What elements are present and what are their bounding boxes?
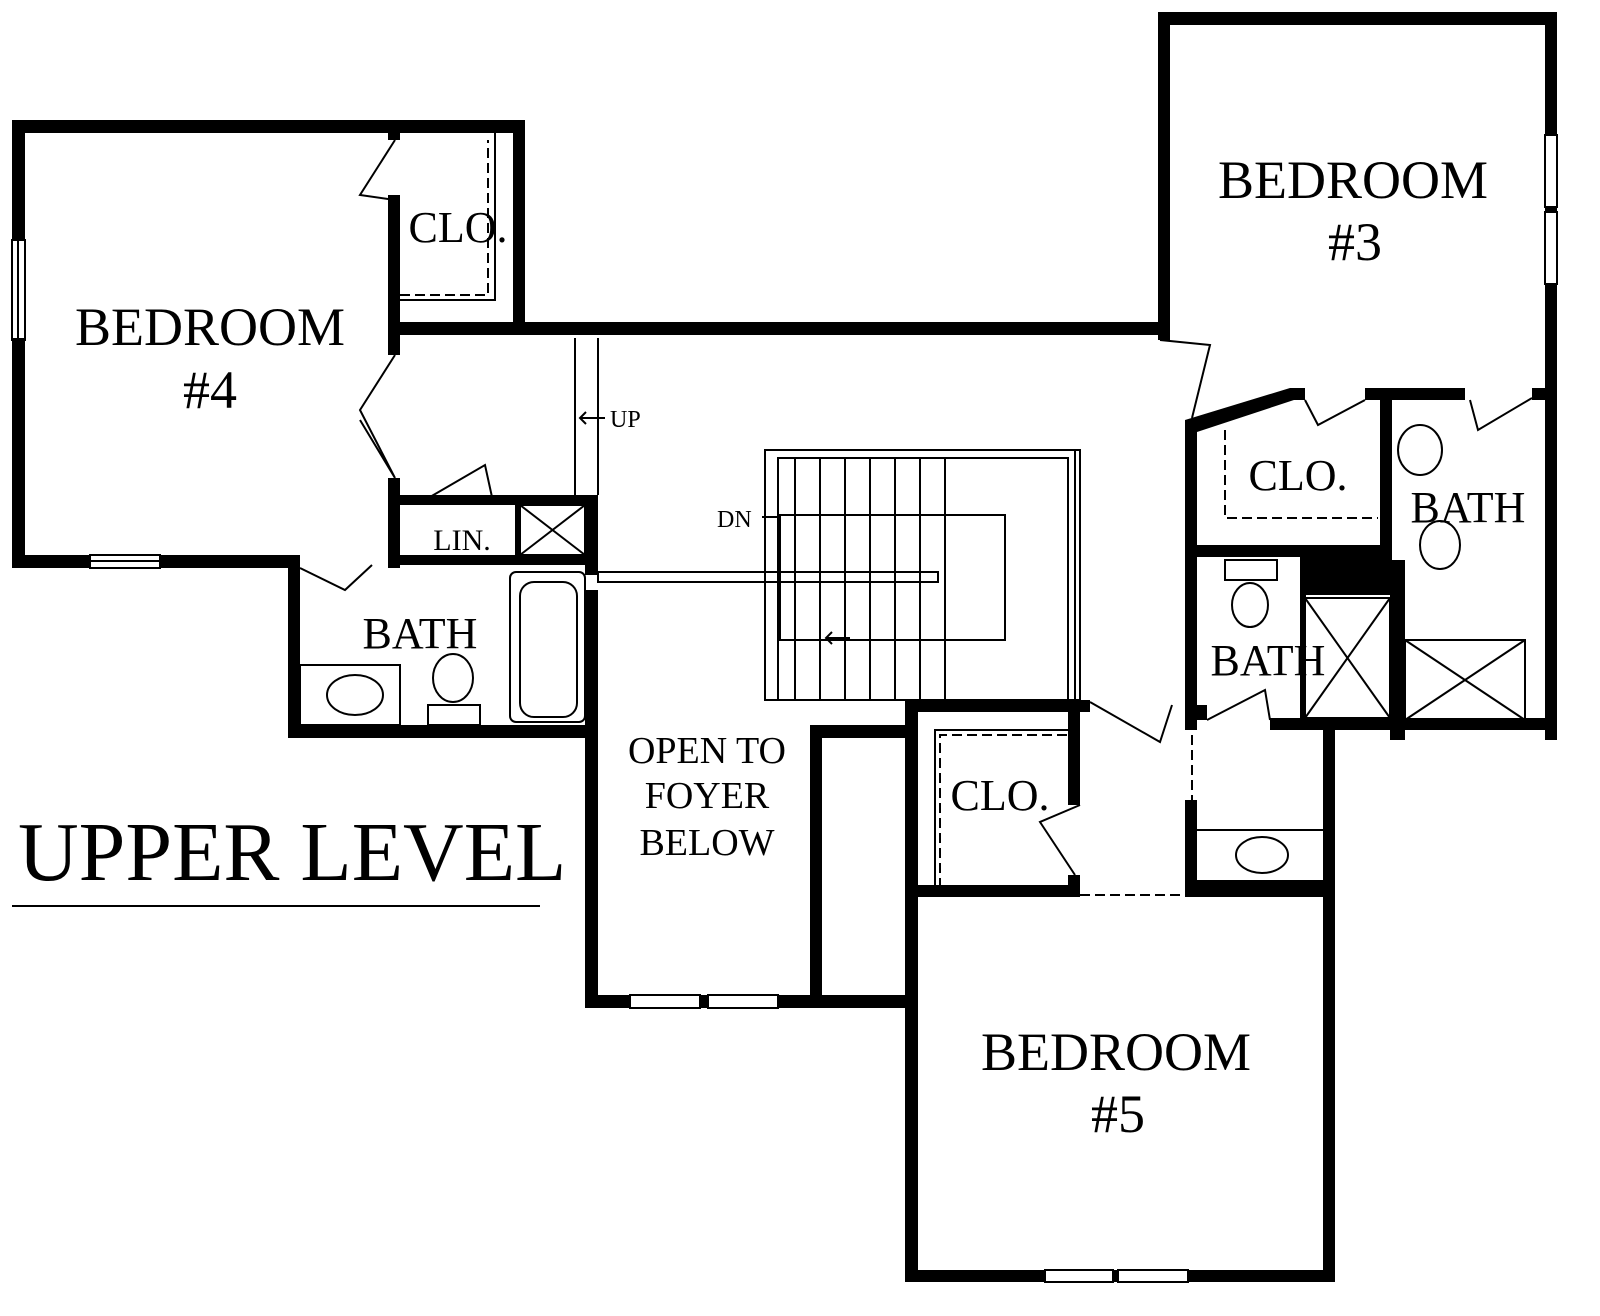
toilet <box>432 653 474 703</box>
bath-right-label: BATH <box>1411 483 1526 532</box>
doors <box>299 139 1533 896</box>
open-foyer-line2: FOYER <box>645 775 770 817</box>
shower-mid <box>1304 597 1391 719</box>
closet-shelves <box>400 133 1378 888</box>
bedroom3-label: BEDROOM <box>1218 150 1488 210</box>
floor-title: UPPER LEVEL <box>18 806 566 899</box>
staircase <box>574 338 1081 701</box>
bath-mid-label: BATH <box>1211 636 1326 685</box>
closet-b5-label: CLO. <box>951 771 1050 820</box>
closet-b3-label: CLO. <box>1249 451 1348 500</box>
stairs-down-label: DN <box>717 507 752 533</box>
bathtub <box>509 571 586 723</box>
bedroom3-number: #3 <box>1328 212 1382 272</box>
linen-label: LIN. <box>433 524 490 557</box>
open-foyer-line3: BELOW <box>639 822 774 864</box>
closet-b4-label: CLO. <box>409 203 508 252</box>
windows <box>11 134 1558 1283</box>
bedroom5-label: BEDROOM <box>981 1022 1251 1082</box>
bedroom4-number: #4 <box>183 360 237 420</box>
sink <box>326 674 384 716</box>
stairs-up-label: UP <box>610 407 641 433</box>
bedroom4-label: BEDROOM <box>75 297 345 357</box>
bath-left-label: BATH <box>363 609 478 658</box>
shower-right <box>1404 639 1526 721</box>
chase <box>519 504 586 556</box>
fixtures <box>299 424 1526 874</box>
open-foyer-line1: OPEN TO <box>628 730 786 772</box>
bedroom5-number: #5 <box>1091 1084 1145 1144</box>
